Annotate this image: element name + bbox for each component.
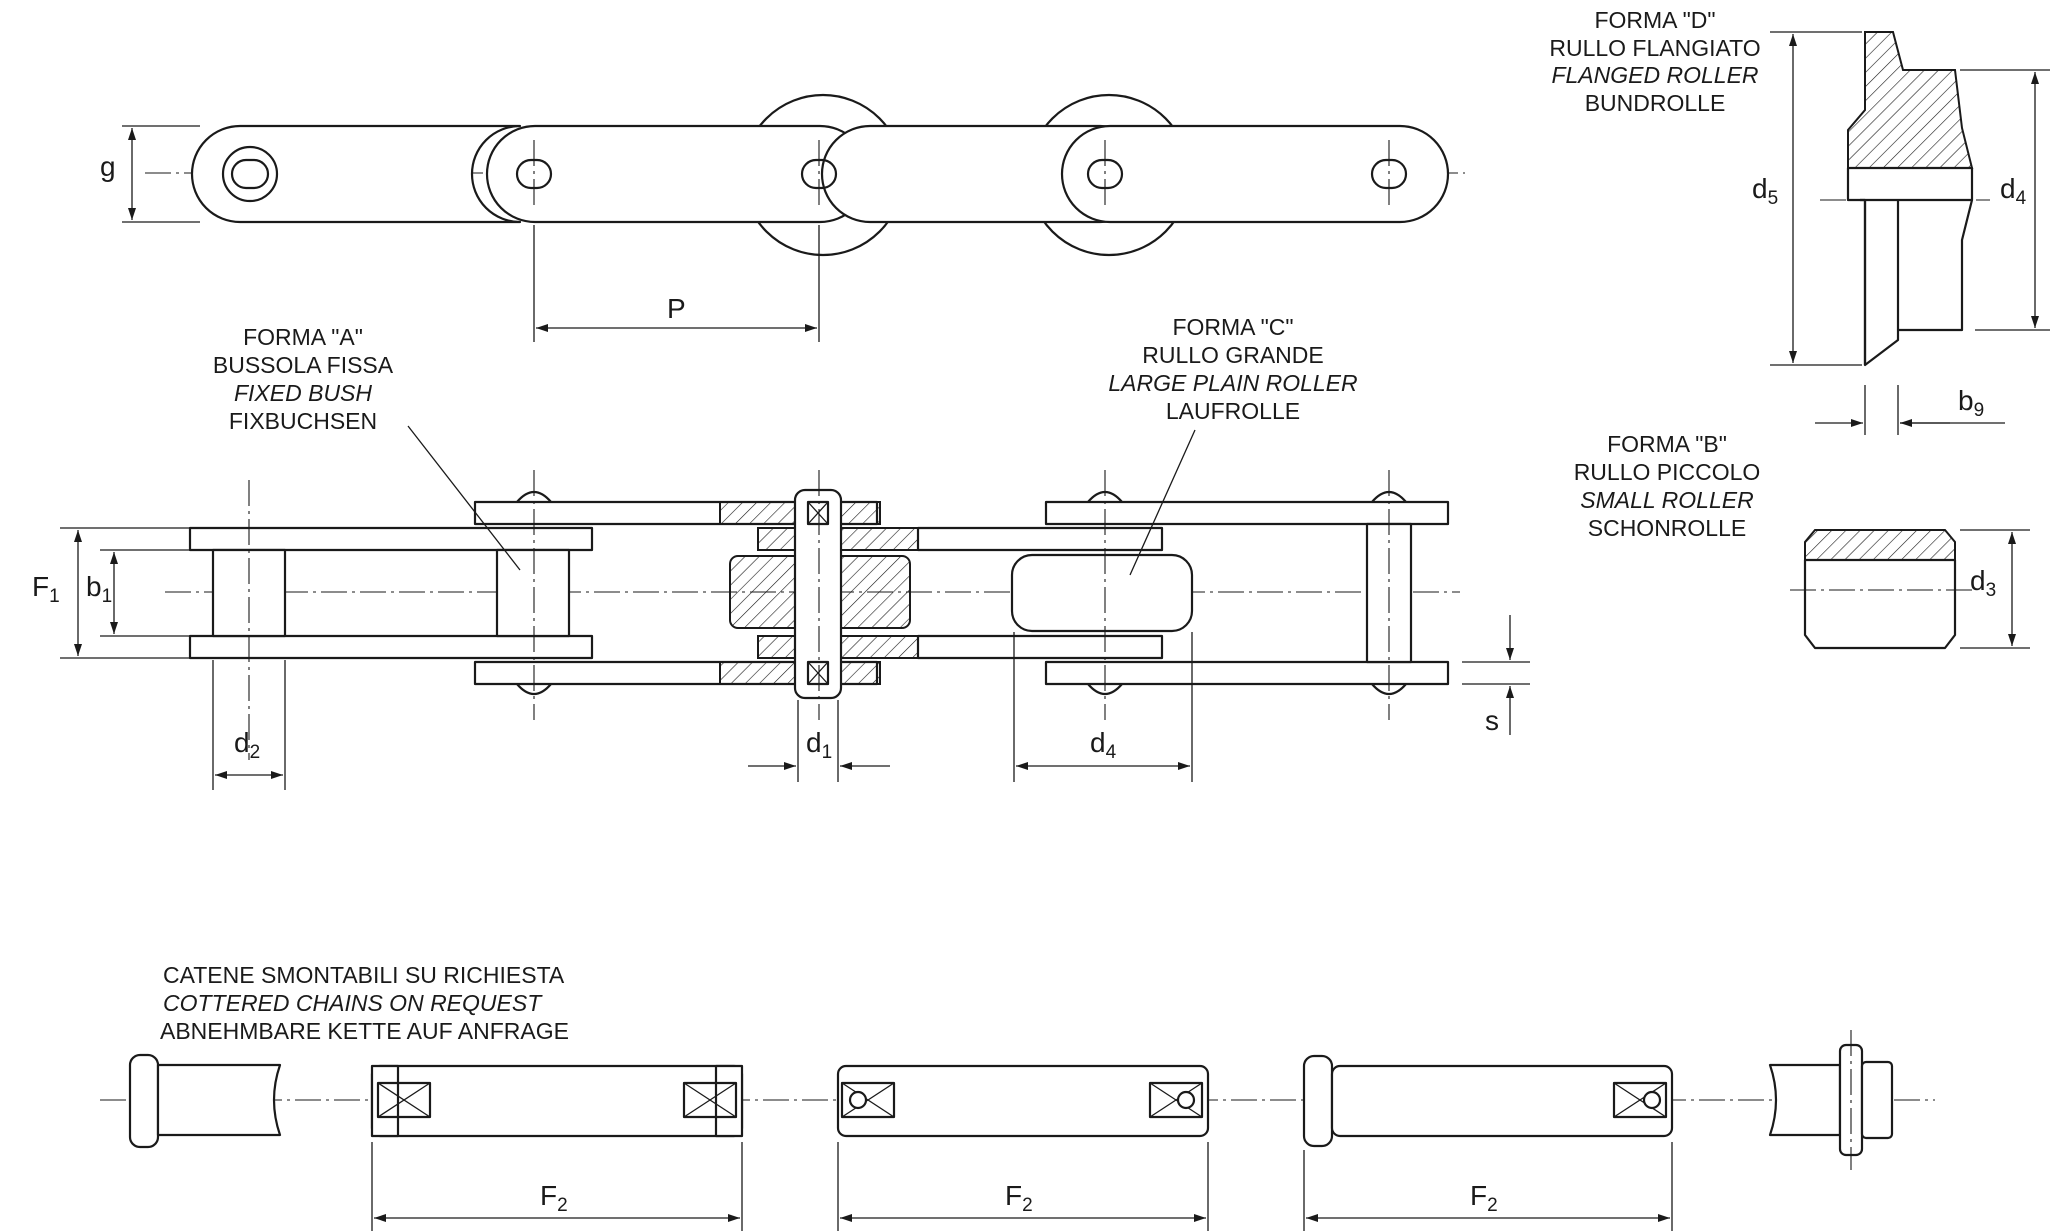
dim-s: s: [1485, 705, 1499, 736]
cottered-pins-view: CATENE SMONTABILI SU RICHIESTA COTTERED …: [100, 962, 1935, 1231]
dim-f2-3: F2: [1470, 1180, 1498, 1216]
dim-f1: F1: [32, 571, 60, 607]
inner-plate-left: [190, 124, 522, 224]
flange-body: [1846, 166, 1974, 367]
forma-c-line3: LARGE PLAIN ROLLER: [1108, 370, 1357, 396]
dim-b9: b9: [1958, 385, 1984, 421]
dim-d4-main: d4: [1090, 727, 1117, 763]
large-roller-plan: [1010, 553, 1194, 633]
dim-f2-1: F2: [540, 1180, 568, 1216]
cottered-line2: COTTERED CHAINS ON REQUEST: [163, 990, 543, 1016]
forma-d-line4: BUNDROLLE: [1585, 90, 1726, 116]
chain-side-view: g P: [100, 93, 1465, 342]
dim-f2-2: F2: [1005, 1180, 1033, 1216]
dim-d1: d1: [806, 727, 832, 763]
forma-a-line2: BUSSOLA FISSA: [213, 352, 394, 378]
small-roller-detail: FORMA "B" RULLO PICCOLO SMALL ROLLER SCH…: [1574, 431, 2030, 650]
dim-d2: d2: [234, 727, 260, 763]
forma-c-line4: LAUFROLLE: [1166, 398, 1300, 424]
dim-d4-flange: d4: [2000, 173, 2027, 209]
forma-b-line2: RULLO PICCOLO: [1574, 459, 1761, 485]
forma-d-line3: FLANGED ROLLER: [1551, 62, 1758, 88]
chain-plan-view: FORMA "A" BUSSOLA FISSA FIXED BUSH FIXBU…: [32, 314, 1530, 790]
dim-d5: d5: [1752, 173, 1778, 209]
small-roller-body: [1803, 558, 1957, 650]
forma-b-line1: FORMA "B": [1607, 431, 1727, 457]
forma-b-line4: SCHONROLLE: [1588, 515, 1746, 541]
inner-plate-mid: [485, 124, 870, 224]
small-roller-section: [1804, 529, 1956, 561]
dim-g: g: [100, 151, 116, 182]
forma-a-line4: FIXBUCHSEN: [229, 408, 377, 434]
cottered-line1: CATENE SMONTABILI SU RICHIESTA: [163, 962, 565, 988]
outer-plate-right: [1060, 124, 1450, 224]
dim-p: P: [667, 293, 686, 324]
flange-section: [1847, 31, 1974, 169]
forma-c-line2: RULLO GRANDE: [1142, 342, 1323, 368]
dim-b1: b1: [86, 571, 112, 607]
forma-b-line3: SMALL ROLLER: [1580, 487, 1753, 513]
flanged-roller-detail: d5 d4 b9 FORMA "D" RULLO FLANGIATO FLANG…: [1549, 7, 2050, 435]
forma-a-line1: FORMA "A": [243, 324, 363, 350]
forma-d-line2: RULLO FLANGIATO: [1549, 35, 1760, 61]
dim-d3: d3: [1970, 565, 1996, 601]
cottered-line3: ABNEHMBARE KETTE AUF ANFRAGE: [160, 1018, 569, 1044]
forma-a-line3: FIXED BUSH: [234, 380, 372, 406]
forma-c-line1: FORMA "C": [1172, 314, 1293, 340]
forma-d-line1: FORMA "D": [1594, 7, 1715, 33]
